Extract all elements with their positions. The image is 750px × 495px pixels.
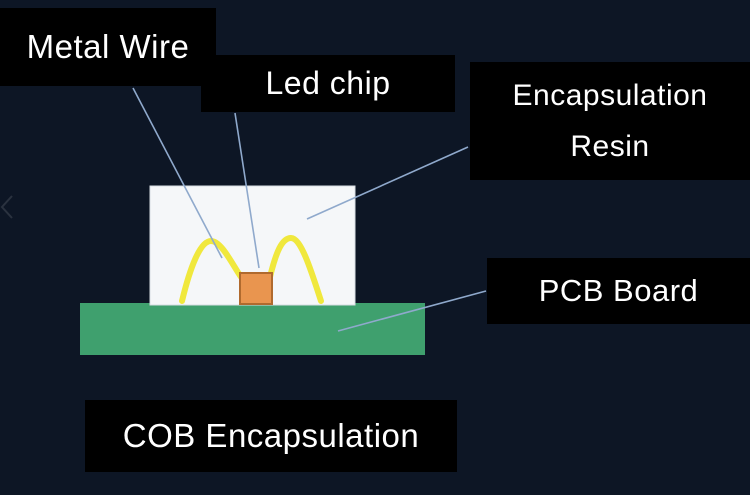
label-encapsulation-resin-line1: Encapsulation	[512, 79, 708, 112]
label-encapsulation-resin-line2: Resin	[570, 130, 650, 163]
edge-artifact	[0, 195, 13, 219]
label-pcb-board: PCB Board	[487, 258, 750, 324]
label-metal-wire-text: Metal Wire	[26, 28, 190, 65]
label-led-chip: Led chip	[201, 55, 455, 112]
label-cob-encapsulation: COB Encapsulation	[85, 400, 457, 472]
metal-wire-right-shape	[267, 234, 324, 304]
label-led-chip-text: Led chip	[265, 65, 391, 101]
label-encapsulation-resin: Encapsulation Resin	[470, 62, 750, 180]
label-cob-encapsulation-text: COB Encapsulation	[122, 417, 420, 454]
led-chip-shape	[239, 272, 273, 305]
connector-encapsulation-resin	[306, 146, 469, 220]
label-metal-wire: Metal Wire	[0, 8, 216, 86]
connector-metal-wire	[132, 87, 223, 259]
label-pcb-board-text: PCB Board	[538, 273, 699, 308]
metal-wire-left-shape	[179, 237, 244, 304]
pcb-board-shape	[80, 303, 425, 355]
connector-pcb-board	[337, 290, 487, 332]
connector-led-chip	[234, 112, 260, 269]
